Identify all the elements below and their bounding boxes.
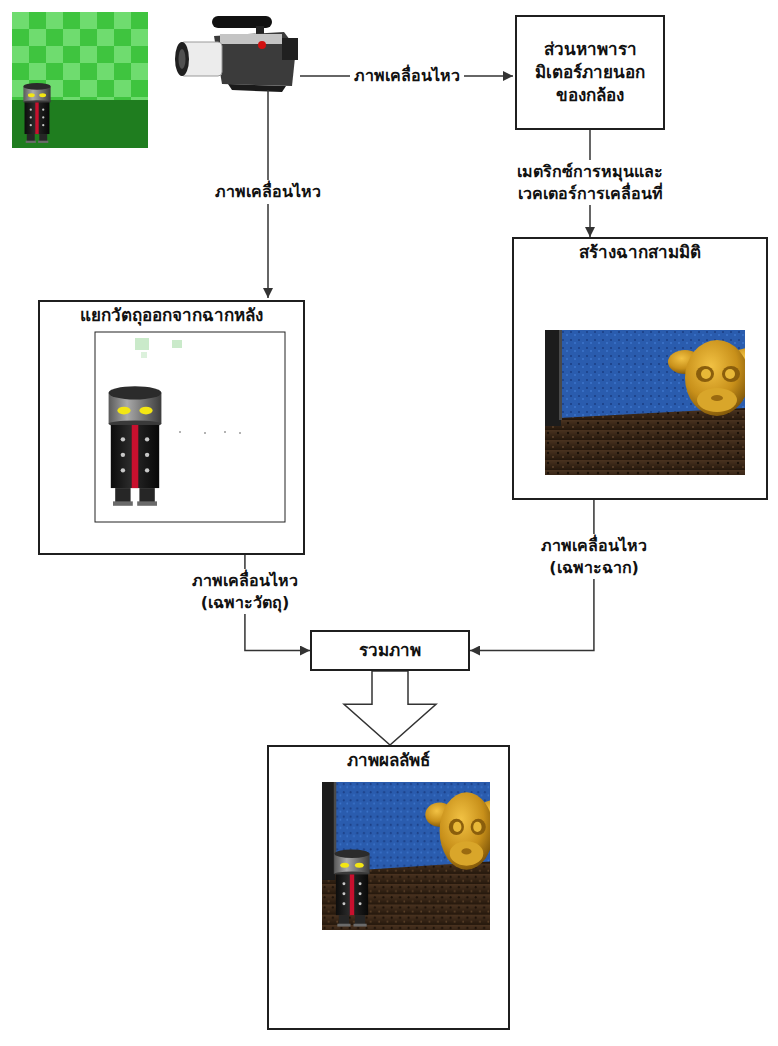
box-title: ภาพผลลัพธ์	[347, 749, 430, 772]
flow-label: ภาพเคลื่อนไหว	[350, 64, 464, 88]
process-box: สร้างฉากสามมิติ	[512, 237, 768, 500]
separated-object-image	[95, 332, 285, 522]
box-title: รวมภาพ	[359, 639, 421, 662]
scene-image	[545, 330, 765, 475]
process-box: ส่วนหาพารา มิเตอร์ภายนอก ของกล้อง	[515, 15, 665, 130]
edge-label: ภาพเคลื่อนไหว (เฉพาะฉาก)	[519, 534, 669, 579]
thumbnail-image	[12, 12, 148, 148]
result-box: ภาพผลลัพธ์	[267, 745, 510, 1030]
merge-box: รวมภาพ	[310, 630, 470, 671]
video-camera	[175, 16, 298, 92]
process-box: แยกวัตถุออกจากฉากหลัง	[38, 300, 305, 555]
box-title: สร้างฉากสามมิติ	[579, 241, 701, 264]
edge-label: ภาพเคลื่อนไหว (เฉพาะวัตถุ)	[170, 569, 320, 614]
box-title: แยกวัตถุออกจากฉากหลัง	[80, 304, 263, 327]
block-arrow	[344, 671, 436, 745]
edge-label: เมตริกซ์การหมุนและ เวคเตอร์การเคลื่อนที่	[490, 160, 690, 205]
result-image	[322, 782, 507, 930]
flow-label: ภาพเคลื่อนไหว	[211, 180, 325, 204]
box-title: ส่วนหาพารา มิเตอร์ภายนอก ของกล้อง	[525, 38, 655, 107]
